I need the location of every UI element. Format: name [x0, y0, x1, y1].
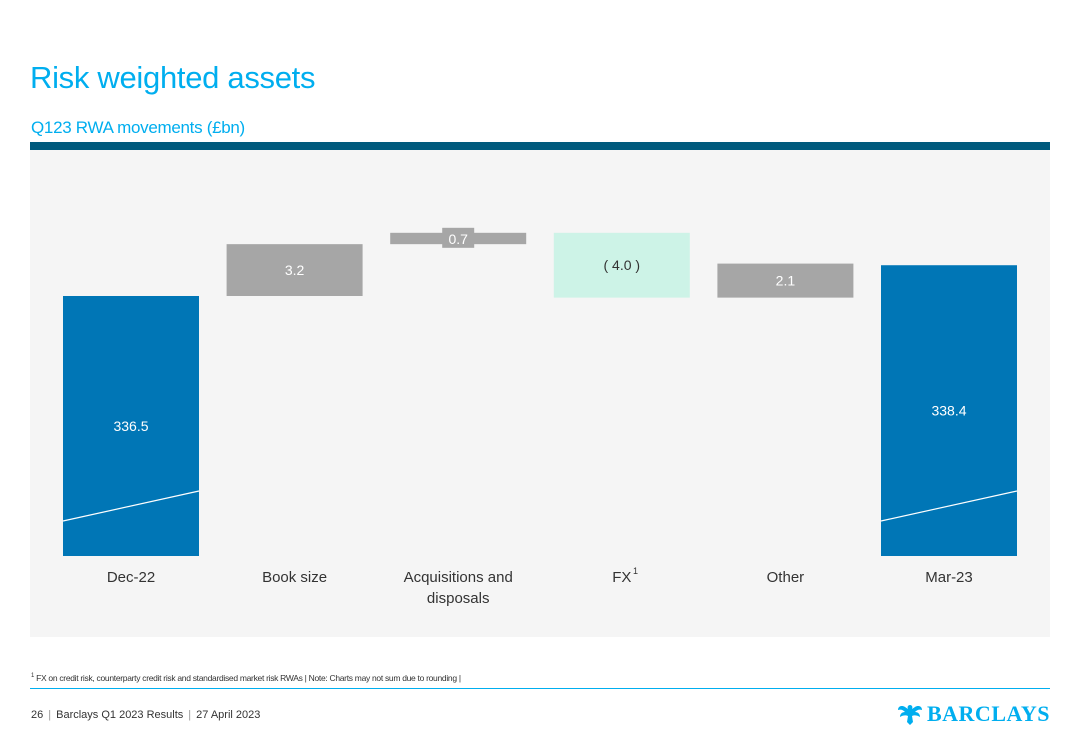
- category-label: FX: [612, 569, 631, 586]
- bar-other: [717, 263, 854, 298]
- value-label: 3.2: [285, 262, 305, 278]
- value-label-chip: [442, 227, 475, 248]
- page-title: Risk weighted assets: [30, 60, 316, 95]
- footer-separator: |: [188, 709, 192, 721]
- category-label: Other: [767, 569, 805, 586]
- page-number: 26: [31, 709, 44, 721]
- category-label: Acquisitions and: [404, 569, 513, 586]
- brand-wordmark: BARCLAYS: [926, 701, 1050, 726]
- footnote: 1 FX on credit risk, counterparty credit…: [31, 673, 461, 683]
- category-label: disposals: [427, 590, 490, 607]
- category-label: Book size: [262, 569, 327, 586]
- axis-break-mark: [880, 490, 1018, 522]
- footnote-text: FX on credit risk, counterparty credit r…: [36, 673, 461, 683]
- bar-book-size: [226, 244, 363, 296]
- bar-fx: [553, 232, 690, 298]
- category-label: Mar-23: [925, 569, 973, 586]
- eagle-icon: [897, 705, 922, 725]
- value-label: 338.4: [931, 403, 966, 419]
- axis-break-mark: [62, 490, 200, 522]
- title-divider: [30, 142, 1050, 150]
- value-label: 336.5: [113, 418, 148, 434]
- document-date: 27 April 2023: [196, 709, 261, 721]
- bar-mar-23: [881, 265, 1017, 556]
- document-name: Barclays Q1 2023 Results: [56, 709, 184, 721]
- value-label: ( 4.0 ): [604, 257, 641, 273]
- category-superscript: 1: [633, 566, 638, 576]
- bar-dec-22: [63, 296, 199, 556]
- footer-divider: [30, 688, 1050, 689]
- footnote-marker: 1: [31, 673, 35, 680]
- category-label: Dec-22: [107, 569, 155, 586]
- chart-subtitle: Q123 RWA movements (£bn): [31, 118, 245, 137]
- value-label: 2.1: [776, 273, 796, 289]
- barclays-logo: BARCLAYS: [897, 699, 1050, 729]
- footer-info: 26 | Barclays Q1 2023 Results | 27 April 202…: [31, 709, 260, 721]
- value-label: 0.7: [448, 231, 468, 247]
- footer-separator: |: [48, 709, 52, 721]
